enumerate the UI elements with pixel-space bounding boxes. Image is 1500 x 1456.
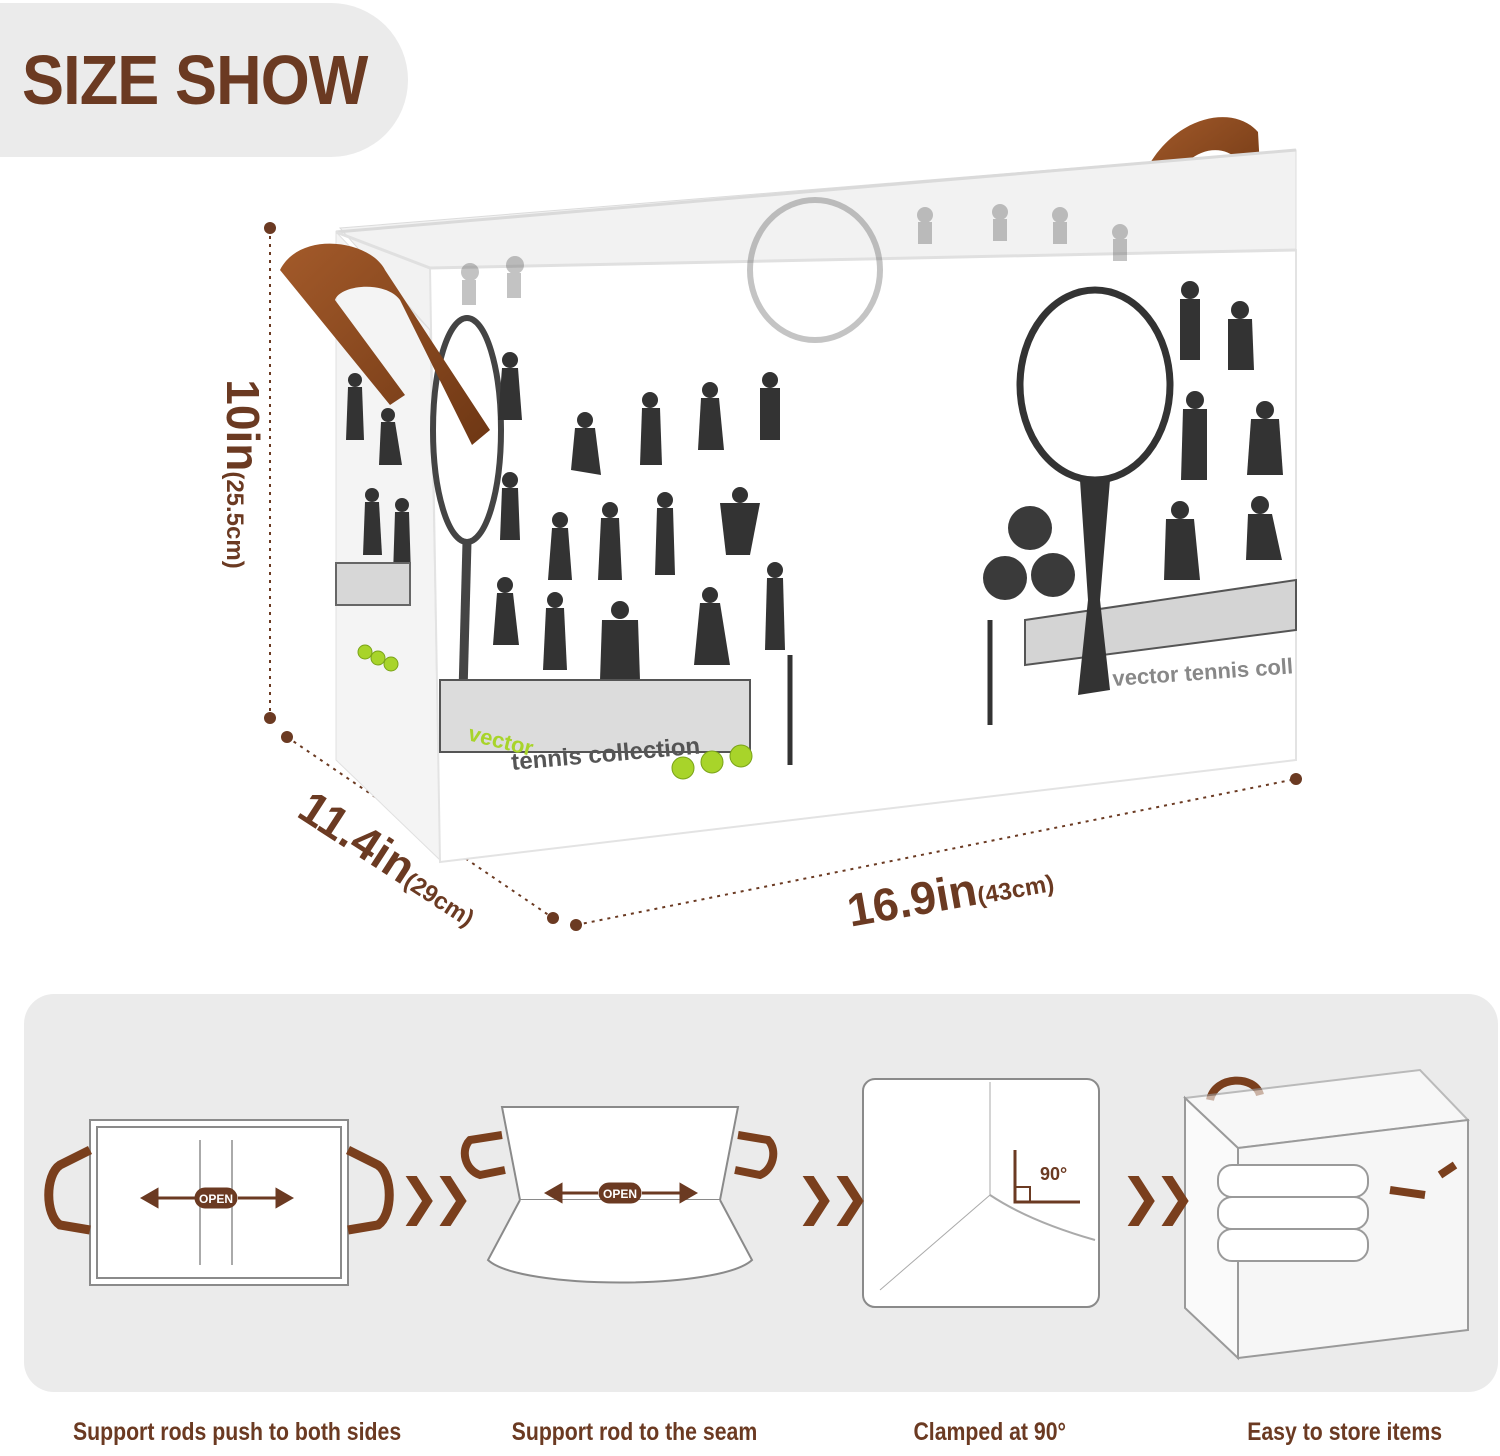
step-2-arrows (543, 1182, 699, 1204)
height-metric: (25.5cm) (221, 471, 248, 569)
height-value: 10in (217, 379, 269, 472)
step-4-illustration (1182, 1068, 1471, 1361)
basket-illustration: vector tennis collection vector tennis c… (264, 117, 1302, 931)
step-3-tag: 90° (1040, 1164, 1067, 1184)
page-title: SIZE SHOW (22, 41, 368, 119)
angle-icon (1013, 1150, 1080, 1204)
player-silhouettes (346, 281, 1283, 680)
step-2-tag: OPEN (603, 1187, 637, 1201)
step-3-caption: Clamped at 90° (913, 1418, 1067, 1446)
tennis-balls (983, 506, 1075, 600)
tennis-net-left (335, 562, 793, 765)
step-2-caption: Support rod to the seam (511, 1418, 758, 1446)
racket-right (1016, 286, 1174, 695)
height-dimension-label: 10in(25.5cm) (216, 379, 270, 568)
chevron-double-right-icon: ❯❯ (795, 1168, 871, 1226)
steps-illustrations: OPEN OPEN 90° (44, 1068, 1471, 1361)
step-1-tag: OPEN (199, 1192, 233, 1206)
step-1-caption: Support rods push to both sides (72, 1418, 402, 1446)
chevron-double-right-icon: ❯❯ (398, 1168, 474, 1226)
step-1-arrows (139, 1187, 295, 1209)
step-2-illustration (460, 1106, 778, 1284)
front-handle (280, 243, 490, 445)
header-tab (0, 3, 408, 157)
step-3-illustration (862, 1078, 1100, 1308)
step-4-caption: Easy to store items (1247, 1418, 1443, 1446)
chevron-double-right-icon: ❯❯ (1120, 1168, 1196, 1226)
